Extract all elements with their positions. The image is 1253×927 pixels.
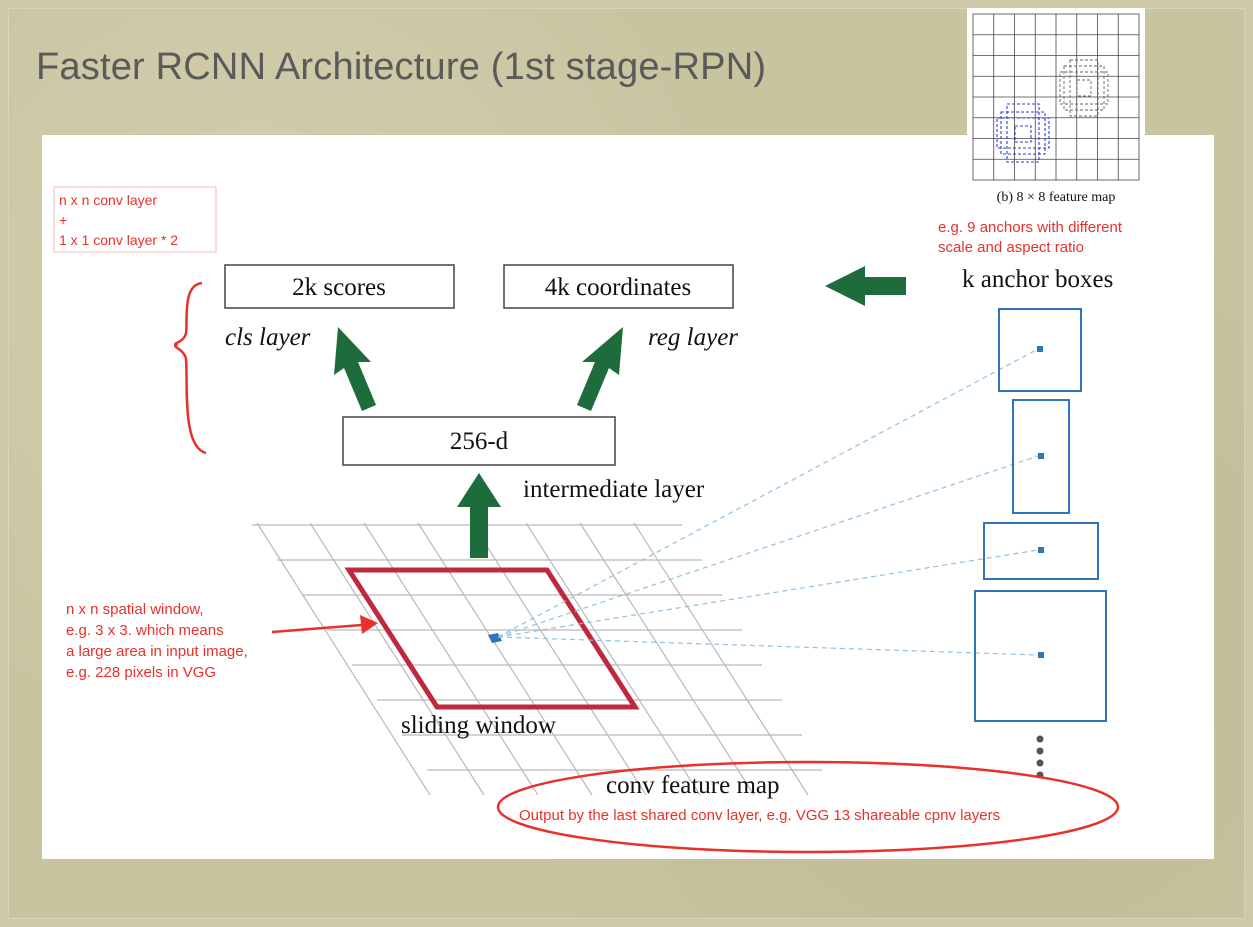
feature-map-inset: (b) 8 × 8 feature map bbox=[967, 8, 1145, 213]
spatial-window-annotation-2: e.g. 3 x 3. which means bbox=[66, 622, 224, 639]
anchor-box-4 bbox=[974, 590, 1107, 722]
page-title: Faster RCNN Architecture (1st stage-RPN) bbox=[36, 46, 767, 88]
spatial-window-annotation-3: a large area in input image, bbox=[66, 643, 248, 660]
arrow-from-anchors bbox=[825, 266, 906, 306]
feature-map-inset-svg: (b) 8 × 8 feature map bbox=[972, 13, 1140, 205]
anchor-boxes-label: k anchor boxes bbox=[962, 266, 1113, 293]
shared-conv-ellipse bbox=[496, 760, 1120, 854]
sliding-window-label: sliding window bbox=[401, 712, 556, 739]
projection-lines bbox=[497, 348, 1039, 656]
inset-grid bbox=[972, 13, 1140, 181]
spatial-window-annotation-1: n x n spatial window, bbox=[66, 601, 204, 618]
arrow-to-intermediate bbox=[457, 473, 501, 558]
scores-label: 2k scores bbox=[292, 274, 386, 301]
ellipsis-dots bbox=[1036, 735, 1044, 779]
coordinates-label: 4k coordinates bbox=[545, 274, 691, 301]
feature-map-label: conv feature map bbox=[606, 772, 780, 799]
intermediate-box bbox=[342, 416, 616, 466]
anchor-box-1 bbox=[998, 308, 1082, 392]
conv-layer-annotation-3: 1 x 1 conv layer * 2 bbox=[59, 232, 178, 248]
anchors-annotation-2: scale and aspect ratio bbox=[938, 239, 1084, 256]
spatial-window-pointer-arrow bbox=[271, 615, 378, 634]
spatial-window-annotation-4: e.g. 228 pixels in VGG bbox=[66, 664, 216, 681]
reg-layer-label: reg layer bbox=[648, 324, 738, 351]
conv-layer-annotation-box bbox=[53, 186, 217, 253]
conv-layer-annotation-2: + bbox=[59, 212, 67, 228]
cls-layer-label: cls layer bbox=[225, 324, 311, 351]
conv-layer-annotation-1: n x n conv layer bbox=[59, 192, 157, 208]
layer-brace bbox=[173, 281, 207, 455]
intermediate-box-label: 256-d bbox=[450, 428, 509, 455]
arrow-to-cls bbox=[334, 327, 376, 411]
shared-conv-annotation: Output by the last shared conv layer, e.… bbox=[519, 807, 1000, 824]
window-center-point bbox=[488, 633, 502, 643]
anchors-annotation-1: e.g. 9 anchors with different bbox=[938, 219, 1123, 236]
inset-anchors-blue bbox=[996, 103, 1050, 163]
coordinates-box bbox=[503, 264, 734, 309]
inset-caption: (b) 8 × 8 feature map bbox=[997, 190, 1116, 205]
anchor-centers bbox=[1037, 346, 1044, 658]
inset-anchors-gray bbox=[1059, 59, 1109, 117]
sliding-window-box bbox=[344, 567, 640, 710]
diagram-panel: 2k scores 4k coordinates 256-d cls layer… bbox=[42, 135, 1214, 859]
feature-map-grid bbox=[252, 522, 822, 796]
scores-box bbox=[224, 264, 455, 309]
rpn-diagram: 2k scores 4k coordinates 256-d cls layer… bbox=[53, 186, 1123, 854]
anchor-box-2 bbox=[1012, 399, 1070, 514]
anchor-boxes bbox=[974, 308, 1107, 722]
arrow-to-reg bbox=[577, 327, 623, 411]
anchor-box-3 bbox=[983, 522, 1099, 580]
intermediate-layer-label: intermediate layer bbox=[523, 476, 705, 503]
